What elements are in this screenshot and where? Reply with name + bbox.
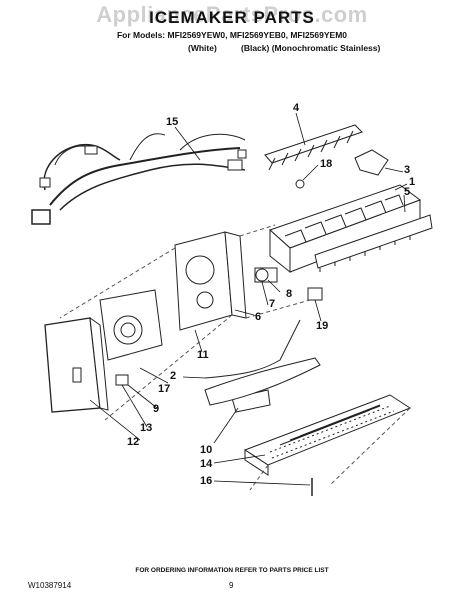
leader-lines	[89, 112, 408, 486]
callout-18: 18	[320, 158, 333, 170]
callout-13: 13	[140, 422, 153, 434]
callout-11: 11	[197, 349, 209, 361]
shutoff-gear	[254, 267, 278, 283]
models-line: For Models: MFI2569YEW0, MFI2569YEB0, MF…	[116, 30, 348, 40]
stripper-bracket	[354, 149, 389, 176]
callout-10: 10	[200, 444, 213, 456]
ejector-blade	[264, 124, 363, 171]
callout-6: 6	[255, 311, 262, 323]
watermark: AppliancePartsPros.com	[96, 2, 368, 27]
assembly-lines	[59, 224, 411, 491]
callout-5: 5	[404, 186, 411, 198]
shutoff-cover	[99, 289, 163, 361]
document-number: W10387914	[28, 581, 72, 590]
switch-13	[115, 374, 129, 386]
callout-14: 14	[200, 458, 213, 470]
callout-15: 15	[166, 116, 179, 128]
wire-harness	[31, 133, 247, 225]
callout-19: 19	[316, 320, 329, 332]
callout-12: 12	[127, 436, 140, 448]
callout-16: 16	[200, 475, 213, 487]
callout-1: 1	[409, 176, 416, 188]
screw-18	[295, 179, 305, 189]
callout-3: 3	[404, 164, 411, 176]
page-title: ICEMAKER PARTS	[149, 8, 315, 27]
callout-7: 7	[269, 298, 276, 310]
callout-9: 9	[153, 403, 160, 415]
ordering-note: FOR ORDERING INFORMATION REFER TO PARTS …	[135, 567, 329, 574]
variant-white: (White)	[188, 43, 217, 53]
motor-module	[174, 231, 247, 331]
shutoff-arm	[204, 319, 301, 379]
page-number: 9	[229, 581, 234, 590]
bottom-tray	[243, 394, 412, 476]
callout-8: 8	[286, 288, 293, 300]
callout-17: 17	[158, 383, 171, 395]
callout-2: 2	[170, 370, 177, 382]
callout-4: 4	[293, 102, 300, 114]
mold-heater	[314, 214, 433, 272]
control-housing	[44, 316, 109, 413]
part-19	[307, 287, 323, 301]
variant-black: (Black) (Monochromatic Stainless)	[241, 43, 381, 53]
